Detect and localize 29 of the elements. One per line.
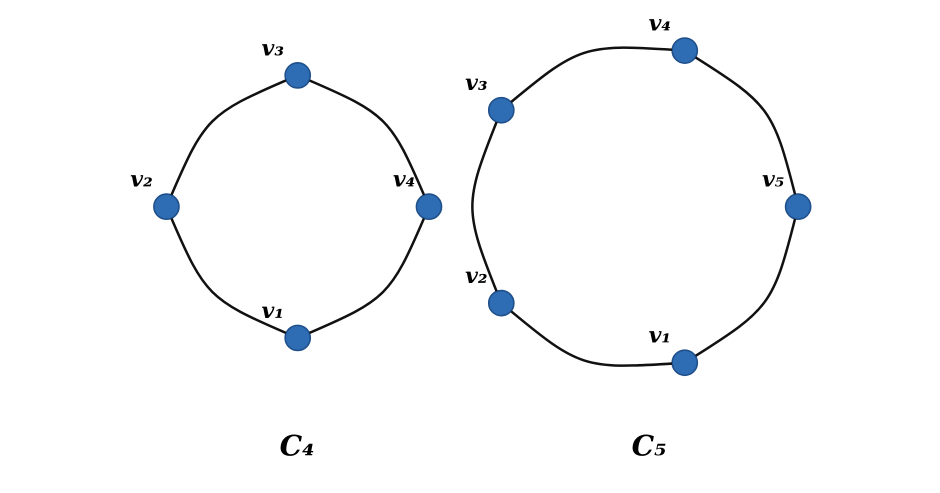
connector <box>470 122 498 292</box>
node-label: v₄ <box>392 166 415 193</box>
connector <box>308 79 425 196</box>
node-label: v₂ <box>130 166 152 193</box>
node-circle <box>415 193 442 220</box>
node-circle <box>284 324 311 352</box>
connector <box>170 218 286 334</box>
node-label: v₅ <box>761 166 784 193</box>
node-circle <box>670 349 698 376</box>
connector <box>694 218 796 357</box>
node-label: v₄ <box>648 10 671 36</box>
connector <box>510 46 672 103</box>
node-label: v₃ <box>464 70 488 96</box>
connector <box>694 56 796 195</box>
connector <box>308 218 425 334</box>
node-circle <box>670 37 698 64</box>
node-circle <box>487 96 514 124</box>
node-label: v₂ <box>464 262 488 289</box>
label: C₄ <box>279 428 314 463</box>
connector <box>170 79 286 196</box>
node-circle <box>152 193 180 220</box>
node-label: v₁ <box>648 322 671 349</box>
node-circle <box>784 193 811 220</box>
node-label: v₁ <box>261 298 284 324</box>
node-label: v₃ <box>261 35 284 62</box>
node-circle <box>284 62 311 89</box>
connector <box>510 310 672 367</box>
label: C₅ <box>631 428 666 463</box>
node-circle <box>487 290 514 316</box>
